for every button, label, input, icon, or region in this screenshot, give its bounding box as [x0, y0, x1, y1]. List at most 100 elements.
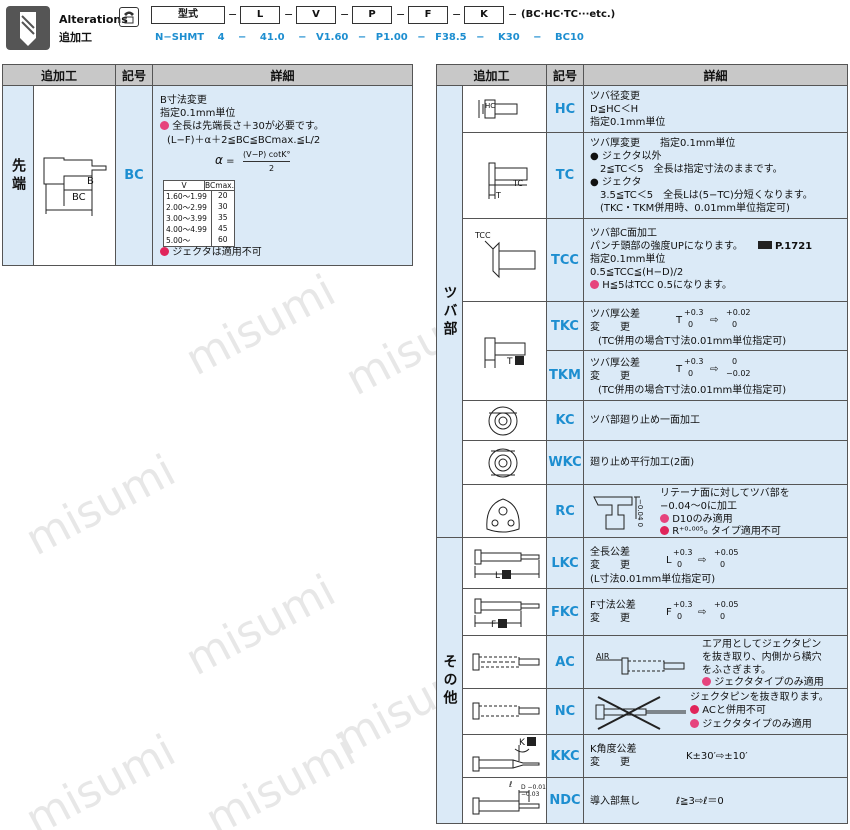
left-group-tip: 先端 — [2, 85, 34, 266]
bcmax-cell: 45 — [218, 224, 228, 233]
tkm-tol: T — [676, 364, 683, 375]
example-p: P1.00 — [375, 32, 408, 43]
arrow-icon: ⇨ — [710, 364, 719, 375]
tc-line: 3.5≦TC＜5 全長Lは(5−TC)分短くなります。 — [590, 190, 813, 201]
bcmax-cell: 30 — [218, 202, 228, 211]
hc-line: ツバ径変更 — [590, 91, 640, 102]
code-hc: HC — [546, 85, 584, 133]
fkc-tol: +0.3 — [673, 600, 693, 609]
watermark: misumi — [17, 725, 184, 830]
fig-rc — [462, 484, 547, 538]
code-kc: KC — [546, 400, 584, 441]
wkc-line: 廻り止め平行加工(2面) — [590, 457, 695, 468]
rc-line: D10のみ適用 — [672, 514, 733, 525]
fig-t-label: T — [496, 191, 501, 200]
bcmax-th-bc: BCmax. — [205, 181, 234, 190]
tkm-line: ツバ厚公差 — [590, 358, 640, 369]
lkc-line: 全長公差 — [590, 547, 630, 558]
bcmax-cell: 1.60〜1.99 — [164, 191, 212, 202]
alterations-icon — [6, 6, 50, 50]
right-group-flange: ツバ部 — [436, 85, 463, 538]
detail-nc: ジェクタピンを抜き取ります。 ACと併用不可 ジェクタタイプのみ適用 — [583, 688, 848, 735]
fig-tcc: TCC — [462, 218, 547, 302]
formula-denominator: 2 — [269, 164, 275, 173]
fig-fkc: F — [462, 588, 547, 636]
detail-hc: ツバ径変更 D≦HC＜H 指定0.1mm単位 — [583, 85, 848, 133]
bcmax-cell: 4.00〜4.99 — [164, 224, 212, 235]
fig-hc: HC — [462, 85, 547, 133]
code-lkc: LKC — [546, 537, 584, 589]
example-f: F38.5 — [435, 32, 467, 43]
tkc-tol: +0.02 — [726, 308, 751, 317]
fig-lkc-label: L — [495, 570, 512, 581]
spec-box-model: 型式 — [151, 6, 225, 24]
spec-box-l: L — [240, 6, 280, 24]
header-title-jp: 追加工 — [59, 31, 92, 44]
tc-line: (TKC・TKM併用時、0.01mm単位指定可) — [590, 203, 790, 214]
fkc-tol: 0 — [720, 612, 726, 621]
tc-line: ツバ厚変更 指定0.1mm単位 — [590, 138, 736, 149]
fig-tcc-label: TCC — [475, 231, 491, 240]
code-ndc: NDC — [546, 777, 584, 824]
code-fkc: FKC — [546, 588, 584, 636]
code-bc: BC — [115, 85, 153, 266]
bc-line-3-text: 全長は先端長さ＋30が必要です。 — [172, 121, 324, 132]
detail-tc: ツバ厚変更 指定0.1mm単位 ● ジェクタ以外 2≦TC＜5 全長は指定寸法の… — [583, 132, 848, 219]
fig-tkc: T — [462, 301, 547, 401]
left-group-tip-label: 先端 — [10, 157, 26, 194]
tkc-line: (TC併用の場合T寸法0.01mm単位指定可) — [598, 336, 787, 347]
caution-icon — [660, 514, 669, 523]
caution-icon — [590, 280, 599, 289]
fig-tc: TC T — [462, 132, 547, 219]
example-v: V1.60 — [315, 32, 349, 43]
example-bc: BC10 — [555, 32, 584, 43]
not-applicable-icon — [690, 705, 699, 714]
fig-ndc-l: ℓ — [509, 780, 513, 789]
watermark: misumi — [177, 265, 344, 386]
bc-detail: B寸法変更 指定0.1mm単位 全長は先端長さ＋30が必要です。 (L−F)＋α… — [152, 85, 413, 266]
arrow-icon: ⇨ — [698, 607, 707, 618]
example-row: N−SHMT 4 − 41.0 − V1.60 − P1.00 − F38.5 … — [155, 32, 584, 43]
tc-line: 2≦TC＜5 全長は指定寸法のままです。 — [590, 164, 783, 175]
right-header-code: 記号 — [546, 64, 584, 86]
watermark: misumi — [197, 725, 364, 830]
code-rc: RC — [546, 484, 584, 538]
nc-line: ジェクタタイプのみ適用 — [702, 719, 812, 730]
tkm-line: (TC併用の場合T寸法0.01mm単位指定可) — [598, 385, 787, 396]
bcmax-cell: 20 — [218, 191, 228, 200]
tkc-tol: 0 — [688, 320, 694, 329]
dash: − — [228, 8, 238, 21]
spec-box-p: P — [352, 6, 392, 24]
fkc-line: F寸法公差 — [590, 600, 636, 611]
lkc-line: 変 更 — [590, 560, 630, 571]
tkm-tol: 0 — [732, 357, 738, 366]
not-applicable-icon — [160, 247, 169, 256]
spec-box-k: K — [464, 6, 504, 24]
tkm-tol: +0.3 — [684, 357, 704, 366]
detail-fkc: F寸法公差 変 更 F +0.3 0 ⇨ +0.05 0 — [583, 588, 848, 636]
right-group-other-label: その他 — [441, 653, 458, 708]
dash: − — [284, 8, 294, 21]
bcmax-cell: 60 — [218, 235, 228, 244]
tcc-ref[interactable]: P.1721 — [758, 240, 812, 253]
formula-alpha: α — [215, 153, 223, 167]
ndc-tol: ℓ≧3⇨ℓ＝0 — [676, 796, 724, 807]
rc-line: リテーナ面に対してツバ部を — [660, 488, 790, 499]
code-tkc: TKC — [546, 301, 584, 351]
tc-line: ● ジェクタ以外 — [590, 151, 662, 162]
bcmax-cell: 3.00〜3.99 — [164, 213, 212, 224]
lkc-tol: +0.3 — [673, 548, 693, 557]
bc-line-4: (L−F)＋α＋2≦BC≦BCmax.≦L/2 — [167, 135, 321, 146]
detail-ac: AIR エア用としてジェクタピン を抜き取り、内側から横穴 をふさぎます。 ジェ… — [583, 635, 848, 689]
ac-line: ジェクタタイプのみ適用 — [714, 677, 824, 688]
kkc-tol: K±30′⇨±10′ — [686, 751, 748, 762]
kc-line: ツバ部廻り止め一面加工 — [590, 415, 700, 426]
lkc-tol: L — [666, 555, 672, 566]
bc-note-text: ジェクタは適用不可 — [172, 247, 262, 258]
detail-kc: ツバ部廻り止め一面加工 — [583, 400, 848, 441]
fig-ndc: ℓ D −0.01 −0.03 — [462, 777, 547, 824]
dim-bc-label: BC — [72, 192, 86, 203]
bc-line-2: 指定0.1mm単位 — [160, 108, 236, 119]
kkc-line: K角度公差 — [590, 744, 637, 755]
dash: − — [396, 8, 406, 21]
